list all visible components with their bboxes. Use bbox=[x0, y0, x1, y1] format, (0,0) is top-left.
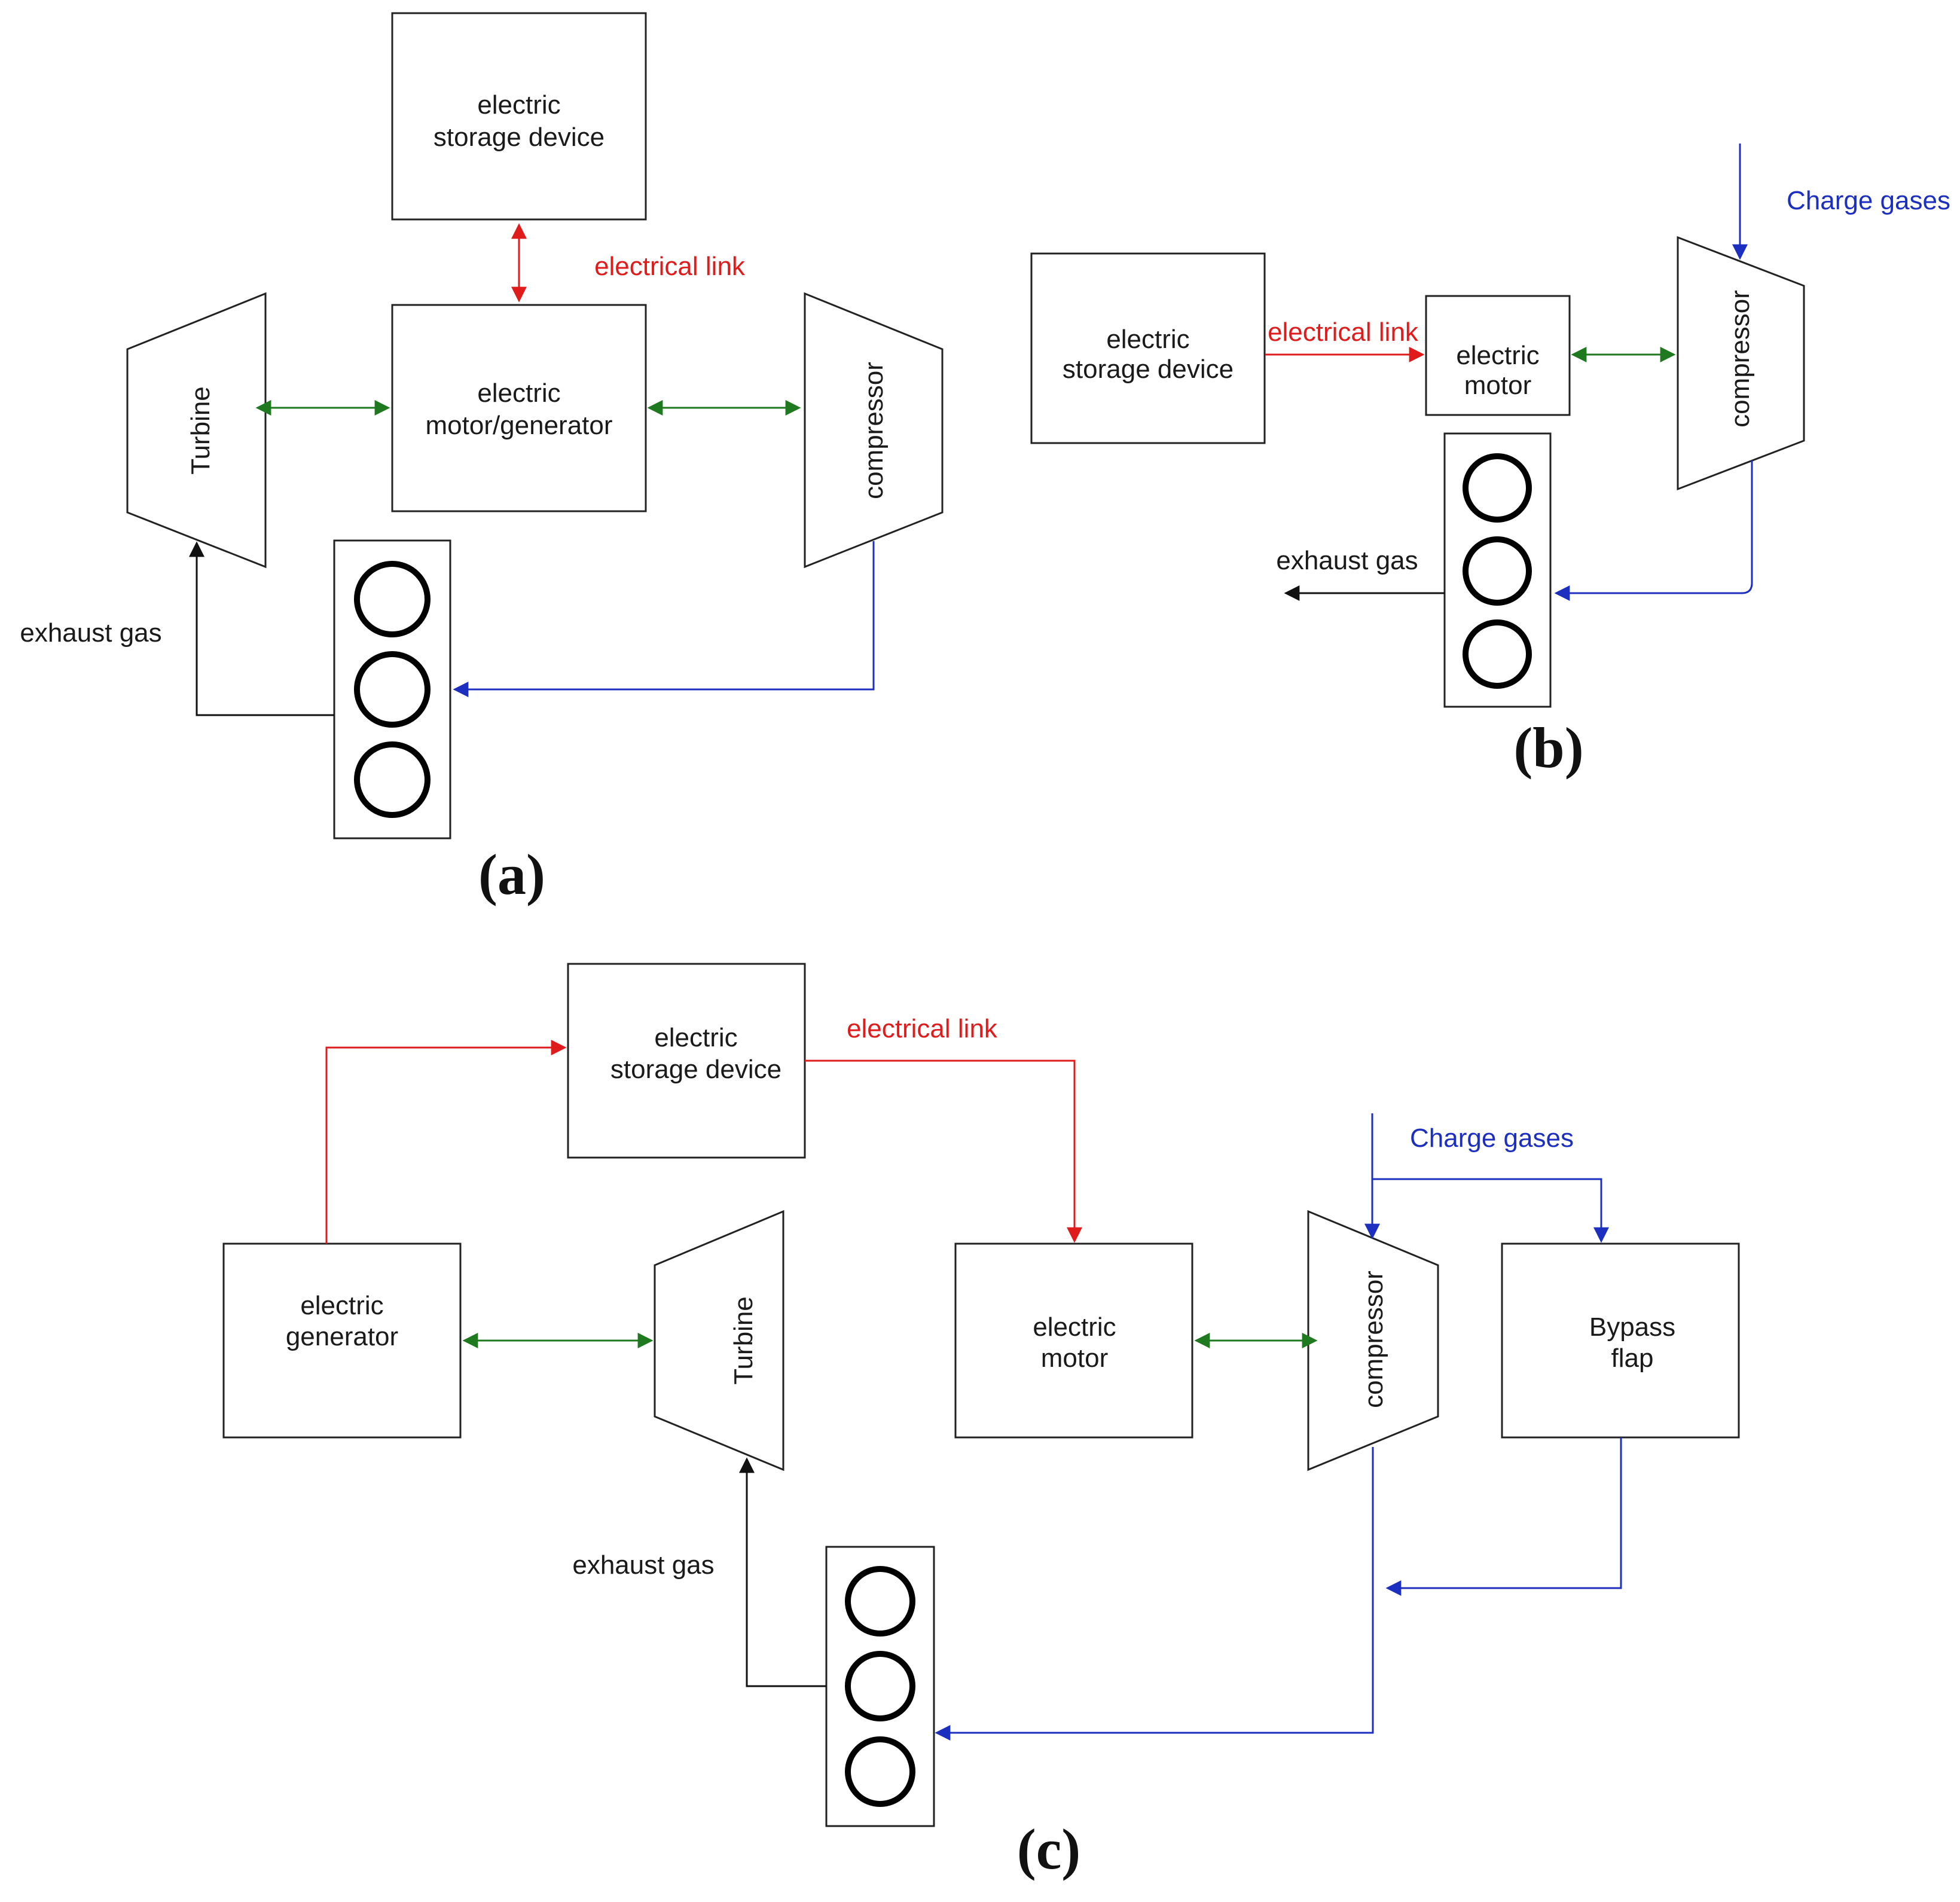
c-bypass-label-1: Bypass bbox=[1589, 1312, 1675, 1342]
b-motor-label-2: motor bbox=[1464, 371, 1531, 400]
c-generator-label-1: electric bbox=[300, 1291, 383, 1320]
panel-a: electric storage device electric motor/g… bbox=[20, 12, 944, 906]
a-exhaust-gas-label: exhaust gas bbox=[20, 618, 161, 648]
c-bypass-return-arrow bbox=[1385, 1437, 1622, 1596]
panel-b: electric storage device electric motor c… bbox=[1030, 144, 1950, 780]
c-bypass-label-2: flap bbox=[1611, 1344, 1654, 1373]
panel-c: electric storage device electric generat… bbox=[222, 963, 1740, 1881]
a-storage-label-2: storage device bbox=[433, 123, 605, 152]
c-generator-box bbox=[222, 1242, 462, 1439]
c-charge-gas-arrow bbox=[935, 1447, 1374, 1741]
b-compressor-shape bbox=[1677, 236, 1805, 491]
c-charge-gases-label: Charge gases bbox=[1410, 1124, 1574, 1153]
a-motor-generator-label-2: motor/generator bbox=[425, 411, 612, 440]
c-motor-label-1: electric bbox=[1033, 1312, 1116, 1342]
a-turbine-label: Turbine bbox=[186, 386, 215, 475]
b-electrical-link-label: electrical link bbox=[1268, 317, 1419, 347]
c-exhaust-gas-label: exhaust gas bbox=[572, 1550, 714, 1580]
c-exhaust-arrow bbox=[739, 1457, 826, 1687]
c-turbine-label: Turbine bbox=[729, 1296, 758, 1385]
a-compressor-shape bbox=[804, 292, 944, 569]
b-charge-gas-arrow bbox=[1554, 460, 1753, 601]
a-motor-generator-label-1: electric bbox=[477, 378, 560, 408]
c-motor-label-2: motor bbox=[1041, 1344, 1108, 1373]
c-storage-label-2: storage device bbox=[610, 1055, 781, 1084]
c-storage-label-1: electric bbox=[654, 1023, 737, 1052]
c-generator-to-storage-arrow bbox=[325, 1040, 567, 1244]
c-panel-tag: (c) bbox=[1017, 1817, 1081, 1881]
a-storage-label-1: electric bbox=[477, 90, 560, 120]
c-generator-label-2: generator bbox=[286, 1322, 398, 1351]
c-electrical-link-label: electrical link bbox=[847, 1014, 998, 1043]
c-storage-device-box bbox=[567, 963, 806, 1159]
a-compressor-label: compressor bbox=[859, 362, 889, 499]
b-engine-block bbox=[1443, 432, 1552, 708]
a-panel-tag: (a) bbox=[478, 842, 545, 906]
b-motor-box bbox=[1425, 295, 1571, 416]
a-electrical-link-label: electrical link bbox=[594, 252, 746, 281]
c-compressor-label: compressor bbox=[1359, 1271, 1388, 1408]
a-engine-block bbox=[333, 539, 451, 839]
c-motor-box bbox=[954, 1242, 1193, 1439]
c-turbine-shape bbox=[654, 1210, 784, 1471]
a-turbine-shape bbox=[126, 292, 267, 569]
b-storage-label-2: storage device bbox=[1063, 355, 1234, 384]
c-storage-to-motor-arrow bbox=[805, 1060, 1082, 1243]
b-exhaust-gas-label: exhaust gas bbox=[1276, 546, 1418, 575]
b-panel-tag: (b) bbox=[1513, 716, 1583, 780]
b-storage-label-1: electric bbox=[1106, 325, 1189, 354]
c-engine-block bbox=[825, 1546, 935, 1827]
b-storage-device-box bbox=[1030, 252, 1266, 444]
b-motor-label-1: electric bbox=[1456, 341, 1539, 370]
a-storage-device-box bbox=[391, 12, 647, 221]
c-compressor-shape bbox=[1307, 1210, 1439, 1471]
b-compressor-label: compressor bbox=[1726, 290, 1755, 428]
b-charge-gases-label: Charge gases bbox=[1787, 186, 1950, 215]
c-bypass-flap-box bbox=[1501, 1242, 1740, 1439]
c-bypass-inlet-arrow bbox=[1372, 1178, 1609, 1243]
a-exhaust-arrow bbox=[189, 541, 334, 716]
a-charge-gas-arrow bbox=[453, 541, 875, 697]
a-motor-generator-box bbox=[391, 304, 647, 512]
